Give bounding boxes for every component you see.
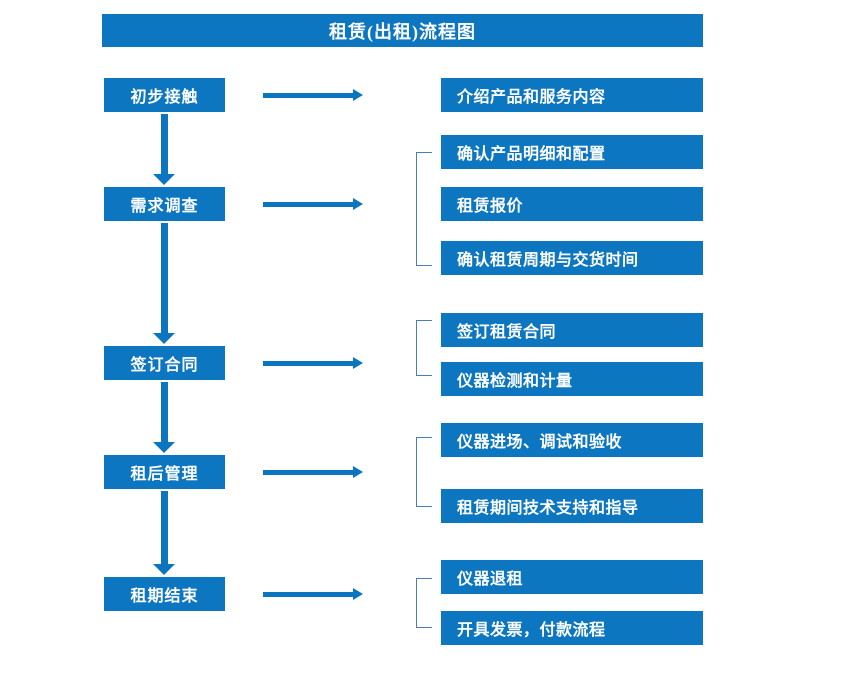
diagram-title: 租赁(出租)流程图 bbox=[102, 14, 703, 47]
group-bracket-requirement-survey bbox=[416, 152, 432, 266]
detail-box-sign-rental-contract[interactable]: 签订租赁合同 bbox=[441, 313, 703, 347]
arrow-shaft bbox=[263, 93, 354, 98]
detail-box-instrument-entry-commissioning-acceptance[interactable]: 仪器进场、调试和验收 bbox=[441, 423, 703, 457]
arrow-shaft bbox=[161, 114, 168, 175]
detail-box-confirm-rental-period-delivery[interactable]: 确认租赁周期与交货时间 bbox=[441, 241, 703, 275]
detail-box-invoice-payment-process[interactable]: 开具发票，付款流程 bbox=[441, 611, 703, 645]
arrow-head-icon bbox=[353, 357, 363, 369]
arrow-shaft bbox=[263, 592, 354, 597]
stage-box-rental-end[interactable]: 租期结束 bbox=[104, 577, 225, 611]
arrow-shaft bbox=[161, 382, 168, 443]
arrow-shaft bbox=[263, 470, 354, 475]
flow-arrow-initial-contact-to-requirement-survey bbox=[153, 114, 175, 185]
stage-box-post-rental-management[interactable]: 租后管理 bbox=[104, 455, 225, 489]
arrow-head-icon bbox=[153, 564, 175, 575]
stage-box-initial-contact[interactable]: 初步接触 bbox=[104, 78, 225, 112]
arrow-head-icon bbox=[353, 198, 363, 210]
arrow-head-icon bbox=[153, 333, 175, 344]
arrow-shaft bbox=[161, 491, 168, 565]
arrow-head-icon bbox=[353, 89, 363, 101]
detail-arrow-requirement-survey bbox=[263, 198, 363, 210]
arrow-shaft bbox=[263, 361, 354, 366]
detail-box-introduce-products-services[interactable]: 介绍产品和服务内容 bbox=[441, 78, 703, 112]
arrow-shaft bbox=[263, 202, 354, 207]
flow-arrow-post-rental-management-to-rental-end bbox=[153, 491, 175, 575]
detail-arrow-post-rental-management bbox=[263, 466, 363, 478]
detail-box-confirm-product-details-config[interactable]: 确认产品明细和配置 bbox=[441, 135, 703, 169]
stage-box-requirement-survey[interactable]: 需求调查 bbox=[104, 187, 225, 221]
stage-box-sign-contract[interactable]: 签订合同 bbox=[104, 346, 225, 380]
flow-arrow-sign-contract-to-post-rental-management bbox=[153, 382, 175, 453]
group-bracket-post-rental-management bbox=[416, 437, 432, 507]
detail-arrow-sign-contract bbox=[263, 357, 363, 369]
group-bracket-sign-contract bbox=[416, 320, 432, 376]
detail-arrow-rental-end bbox=[263, 588, 363, 600]
detail-box-rental-quotation[interactable]: 租赁报价 bbox=[441, 187, 703, 221]
detail-box-instrument-return[interactable]: 仪器退租 bbox=[441, 560, 703, 594]
detail-arrow-initial-contact bbox=[263, 89, 363, 101]
arrow-head-icon bbox=[353, 588, 363, 600]
arrow-head-icon bbox=[353, 466, 363, 478]
arrow-head-icon bbox=[153, 174, 175, 185]
flow-arrow-requirement-survey-to-sign-contract bbox=[153, 223, 175, 344]
arrow-head-icon bbox=[153, 442, 175, 453]
detail-box-technical-support-during-rental[interactable]: 租赁期间技术支持和指导 bbox=[441, 489, 703, 523]
arrow-shaft bbox=[161, 223, 168, 334]
detail-box-instrument-inspection-metering[interactable]: 仪器检测和计量 bbox=[441, 362, 703, 396]
group-bracket-rental-end bbox=[416, 578, 432, 628]
